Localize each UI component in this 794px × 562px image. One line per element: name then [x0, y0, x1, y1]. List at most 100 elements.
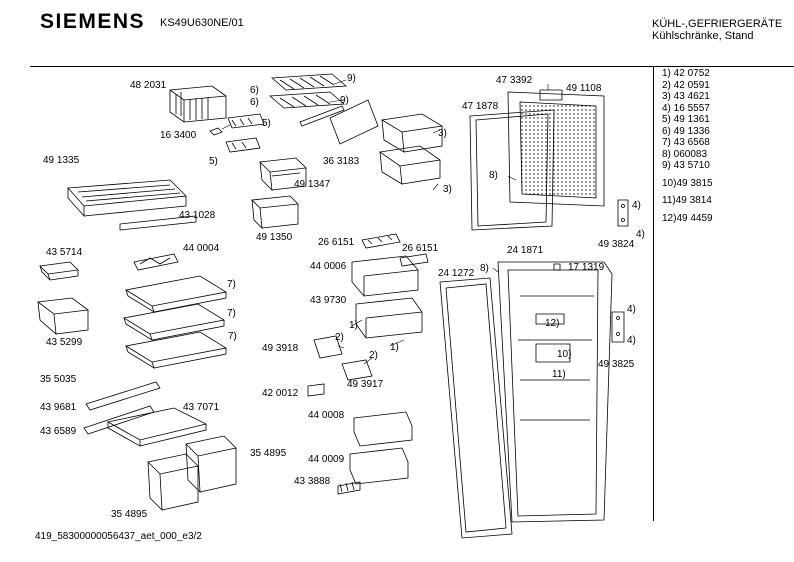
callout-491350: 49 1350	[256, 232, 293, 243]
ref-5: 5)	[262, 118, 271, 129]
part-437071	[106, 407, 208, 447]
ref-6: 6)	[250, 97, 259, 108]
callout-435714: 43 5714	[46, 247, 83, 258]
ref-7: 7)	[227, 308, 236, 319]
part-491350	[251, 195, 299, 230]
part-440004	[133, 253, 179, 271]
part-493824-hinge	[617, 199, 629, 227]
ref-4: 4)	[627, 304, 636, 315]
callout-493917: 49 3917	[347, 379, 384, 390]
callout-241272: 24 1272	[438, 268, 475, 279]
callout-440008: 44 0008	[308, 410, 345, 421]
callout-491347: 49 1347	[294, 179, 331, 190]
callout-171319: 17 1319	[568, 262, 605, 273]
ref-6: 6)	[250, 85, 259, 96]
part-435714	[39, 261, 79, 281]
legend-item: 12)49 4459	[662, 212, 713, 224]
legend-item: 3) 43 4621	[662, 91, 710, 102]
part-door-racks-top	[378, 113, 444, 185]
ref-9: 9)	[347, 73, 356, 84]
callout-440004: 44 0004	[183, 243, 220, 254]
category-subtitle: Kühlschränke, Stand	[652, 30, 754, 42]
part-493825-hinge	[611, 311, 625, 343]
callout-436589: 43 6589	[40, 426, 77, 437]
callout-440006: 44 0006	[310, 261, 347, 272]
ref-4: 4)	[636, 229, 645, 240]
part-241871-door	[497, 261, 613, 523]
part-473392-freezer-door	[507, 89, 605, 207]
callout-491335: 49 1335	[43, 155, 80, 166]
model-number: KS49U630NE/01	[160, 17, 244, 29]
callout-433888: 43 3888	[294, 476, 331, 487]
legend-item: 5) 49 1361	[662, 114, 710, 125]
ref-3: 3)	[438, 128, 447, 139]
callout-439681: 43 9681	[40, 402, 77, 413]
callout-420012: 42 0012	[262, 388, 299, 399]
callout-163400: 16 3400	[160, 130, 197, 141]
ref-4: 4)	[627, 335, 636, 346]
ref-4: 4)	[632, 200, 641, 211]
brand-logo: SIEMENS	[40, 10, 146, 33]
callout-241871: 24 1871	[507, 245, 544, 256]
part-grid-shelves	[268, 73, 348, 127]
ref-5: 5)	[209, 156, 218, 167]
ref-8: 8)	[489, 170, 498, 181]
part-241272-gasket	[439, 277, 513, 539]
callout-435299: 43 5299	[46, 337, 83, 348]
callout-354895b: 35 4895	[111, 509, 148, 520]
part-363183	[329, 99, 379, 145]
callout-491108: 49 1108	[566, 83, 602, 94]
header-divider	[30, 66, 794, 67]
legend-item: 11)49 3814	[662, 195, 712, 206]
legend-item: 1) 42 0752	[662, 68, 710, 79]
part-482031	[169, 85, 227, 123]
callout-355035: 35 5035	[40, 374, 77, 385]
callout-437071: 43 7071	[183, 402, 220, 413]
legend-item: 9) 43 5710	[662, 160, 710, 171]
category-title: KÜHL-,GEFRIERGERÄTE	[652, 18, 783, 30]
callout-266151b: 26 6151	[402, 243, 439, 254]
legend-item: 6) 49 1336	[662, 125, 710, 137]
ref-1: 1)	[349, 320, 358, 331]
ref-9: 9)	[340, 95, 349, 106]
ref-11: 11)	[552, 369, 566, 380]
ref-12: 12)	[545, 318, 560, 329]
part-door-bins	[307, 233, 429, 495]
callout-440009: 44 0009	[308, 454, 345, 465]
part-strips	[83, 381, 161, 435]
callout-493824: 49 3824	[598, 239, 635, 250]
ref-7: 7)	[228, 331, 237, 342]
callout-471878: 47 1878	[462, 101, 499, 112]
legend-item: 10)49 3815	[662, 177, 713, 189]
part-163400	[209, 113, 265, 153]
leader-lines	[221, 79, 549, 365]
legend-item: 2) 42 0591	[662, 79, 710, 91]
callout-431028: 43 1028	[179, 210, 216, 221]
callout-439730: 43 9730	[310, 295, 347, 306]
ref-1: 1)	[390, 342, 399, 353]
ref-2: 2)	[335, 332, 344, 343]
part-crisper-boxes	[147, 435, 237, 512]
callout-482031: 48 2031	[130, 80, 167, 91]
callout-363183: 36 3183	[323, 156, 360, 167]
callout-266151a: 26 6151	[318, 237, 355, 248]
legend-item: 7) 43 6568	[662, 137, 710, 148]
part-471878-gasket	[469, 109, 555, 231]
legend-item: 8) 060083	[662, 148, 708, 160]
ref-3: 3)	[443, 184, 452, 195]
part-glass-shelves	[122, 275, 228, 369]
callout-473392: 47 3392	[496, 75, 533, 86]
callout-354895a: 35 4895	[250, 448, 287, 459]
callout-493918: 49 3918	[262, 343, 299, 354]
ref-8: 8)	[480, 263, 489, 274]
ref-2: 2)	[369, 350, 378, 361]
parts-legend: 1) 42 0752 2) 42 0591 3) 43 4621 4) 16 5…	[662, 68, 713, 224]
part-491335	[67, 179, 197, 231]
part-435299	[36, 297, 90, 335]
legend-divider	[653, 66, 654, 521]
callout-493825: 49 3825	[598, 359, 635, 370]
part-491347	[259, 157, 307, 192]
ref-7: 7)	[227, 279, 236, 290]
document-footer-code: 419_58300000056437_aet_000_e3/2	[35, 531, 202, 542]
